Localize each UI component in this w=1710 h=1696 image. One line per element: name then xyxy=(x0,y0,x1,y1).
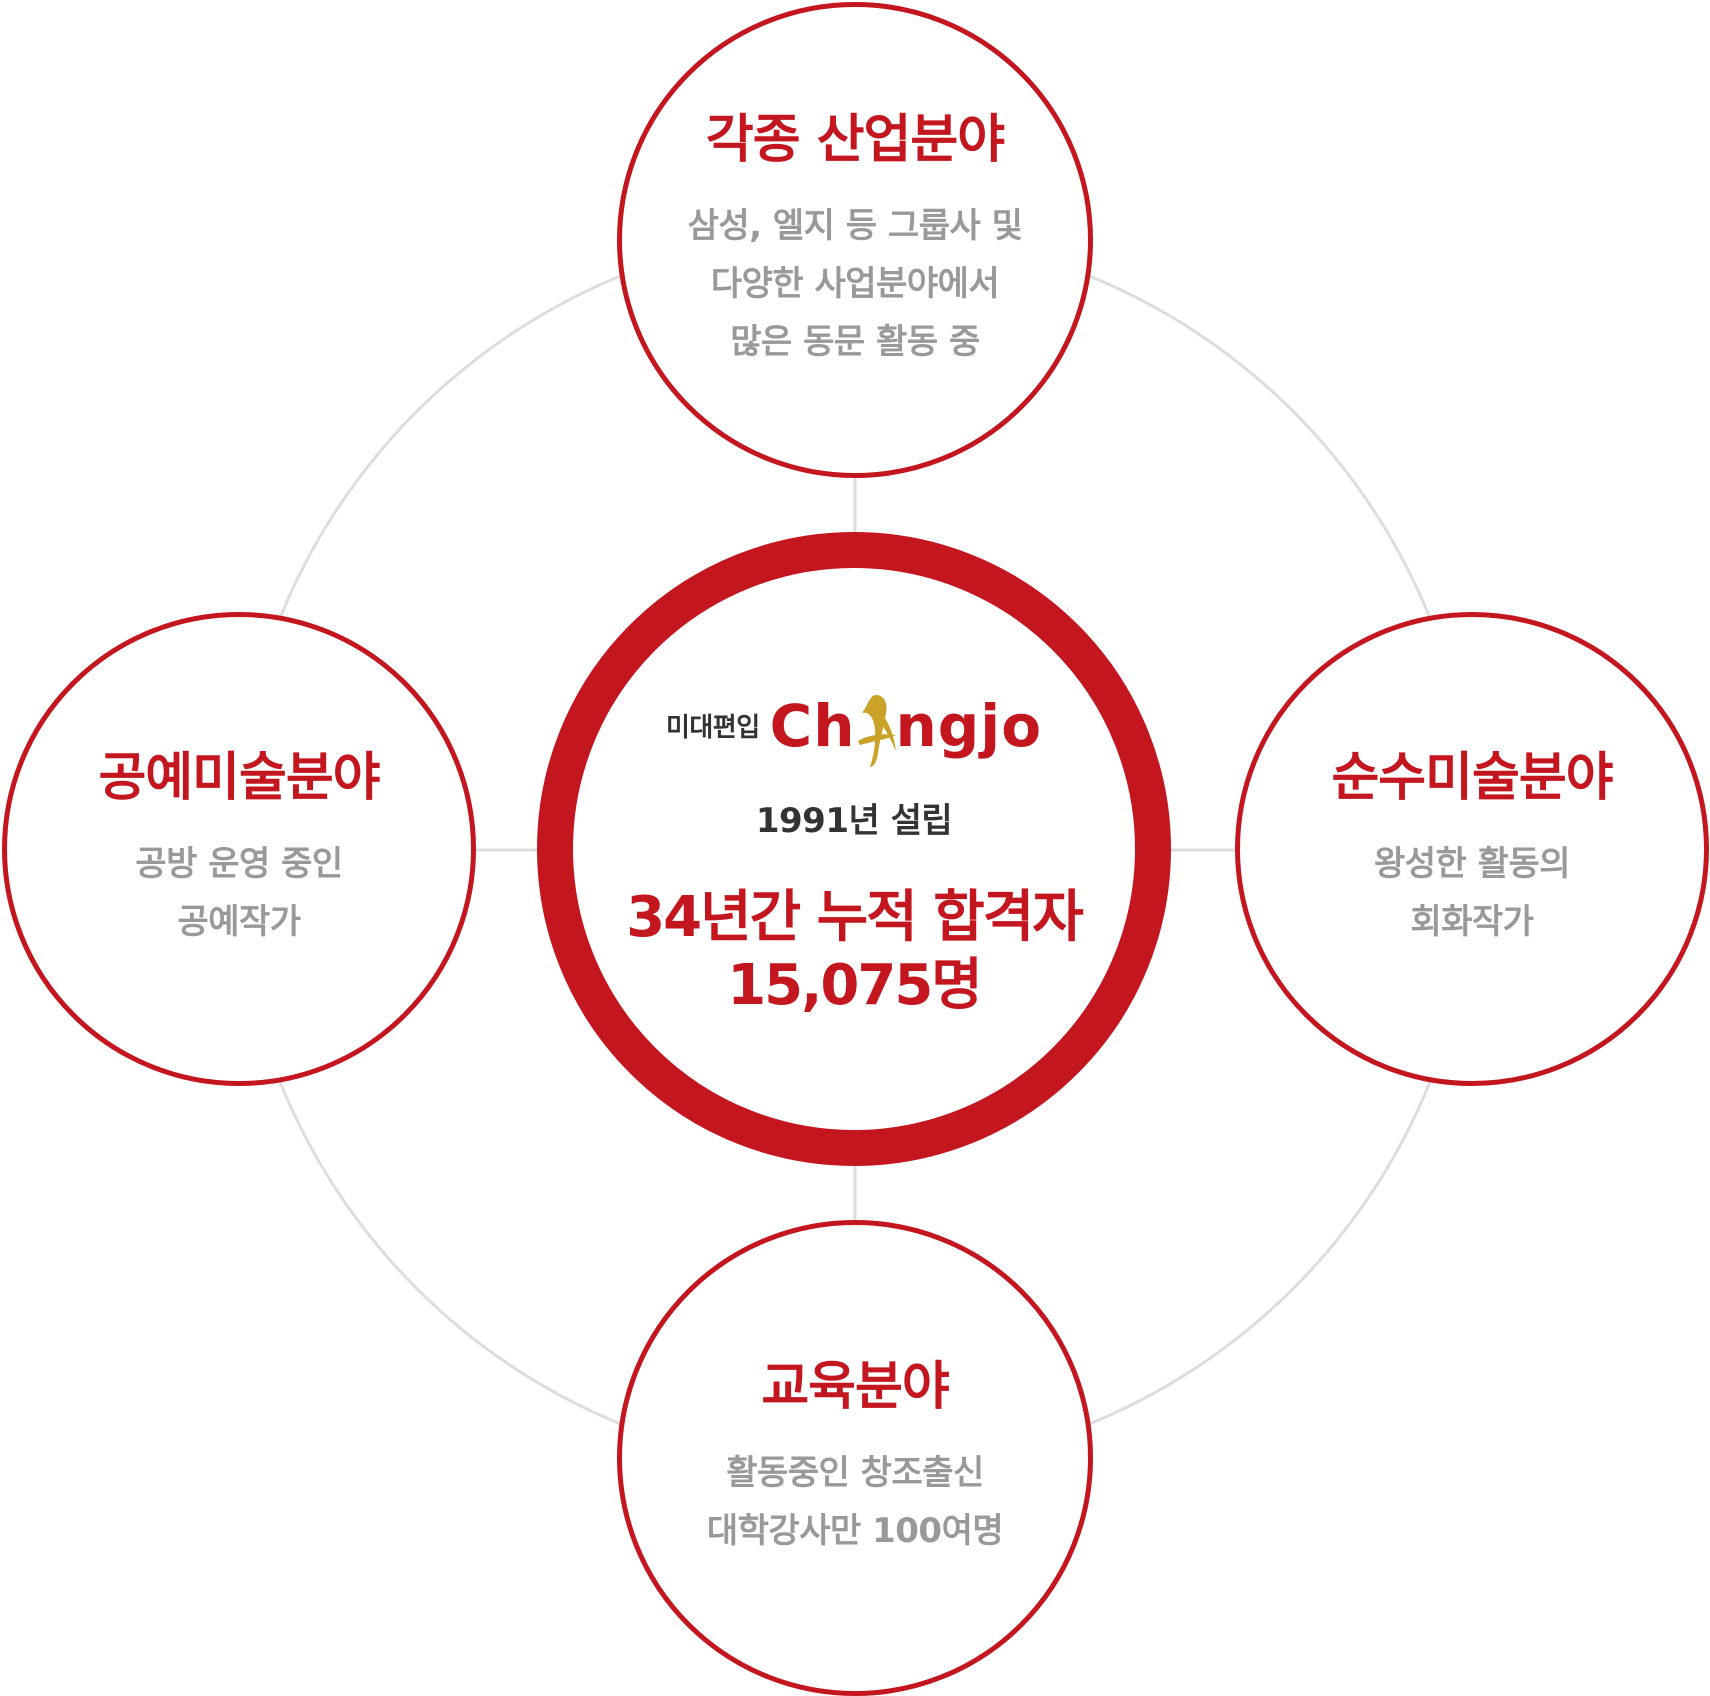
brand-logo: 미대편입 Ch ngjo xyxy=(665,687,1043,767)
node-desc-line: 다양한 사업분야에서 xyxy=(710,264,1000,305)
node-title: 각종 산업분야 xyxy=(705,109,1005,170)
node-description: 왕성한 활동의 회화작가 xyxy=(1373,835,1571,951)
node-industry: 각종 산업분야 삼성, 엘지 등 그룹사 및 다양한 사업분야에서 많은 동문 … xyxy=(617,2,1093,478)
node-education: 교육분야 활동중인 창조출신 대학강사만 100여명 xyxy=(617,1220,1093,1696)
node-desc-line: 활동중인 창조출신 xyxy=(726,1453,984,1494)
node-title: 순수미술분야 xyxy=(1331,747,1613,808)
node-craft-art: 공예미술분야 공방 운영 중인 공예작가 xyxy=(2,612,476,1086)
brand-name-right: ngjo xyxy=(895,691,1043,760)
total-passers-count: 15,075명 xyxy=(727,953,983,1019)
node-desc-line: 공예작가 xyxy=(177,902,301,943)
node-description: 활동중인 창조출신 대학강사만 100여명 xyxy=(706,1444,1004,1560)
founded-text: 1991년 설립 xyxy=(755,800,953,841)
node-desc-line: 삼성, 엘지 등 그룹사 및 xyxy=(687,206,1023,247)
brand-name: Ch ngjo xyxy=(769,687,1043,767)
node-title: 교육분야 xyxy=(761,1356,949,1417)
brand-name-left: Ch xyxy=(769,691,856,760)
node-description: 공방 운영 중인 공예작가 xyxy=(135,835,343,951)
node-desc-line: 공방 운영 중인 xyxy=(135,844,343,885)
node-desc-line: 회화작가 xyxy=(1410,902,1534,943)
node-desc-line: 왕성한 활동의 xyxy=(1373,844,1571,885)
node-description: 삼성, 엘지 등 그룹사 및 다양한 사업분야에서 많은 동문 활동 중 xyxy=(688,197,1023,371)
node-title: 공예미술분야 xyxy=(98,747,380,808)
node-fine-art: 순수미술분야 왕성한 활동의 회화작가 xyxy=(1235,612,1709,1086)
brand-prefix: 미대편입 xyxy=(665,713,760,744)
node-desc-line: 많은 동문 활동 중 xyxy=(730,322,980,363)
brush-a-icon xyxy=(857,694,896,767)
center-circle: 미대편입 Ch ngjo 1991년 설립 34년간 누적 합격자 15,075… xyxy=(537,532,1171,1166)
total-passers-label: 34년간 누적 합격자 xyxy=(626,884,1084,950)
node-desc-line: 대학강사만 100여명 xyxy=(706,1511,1004,1552)
